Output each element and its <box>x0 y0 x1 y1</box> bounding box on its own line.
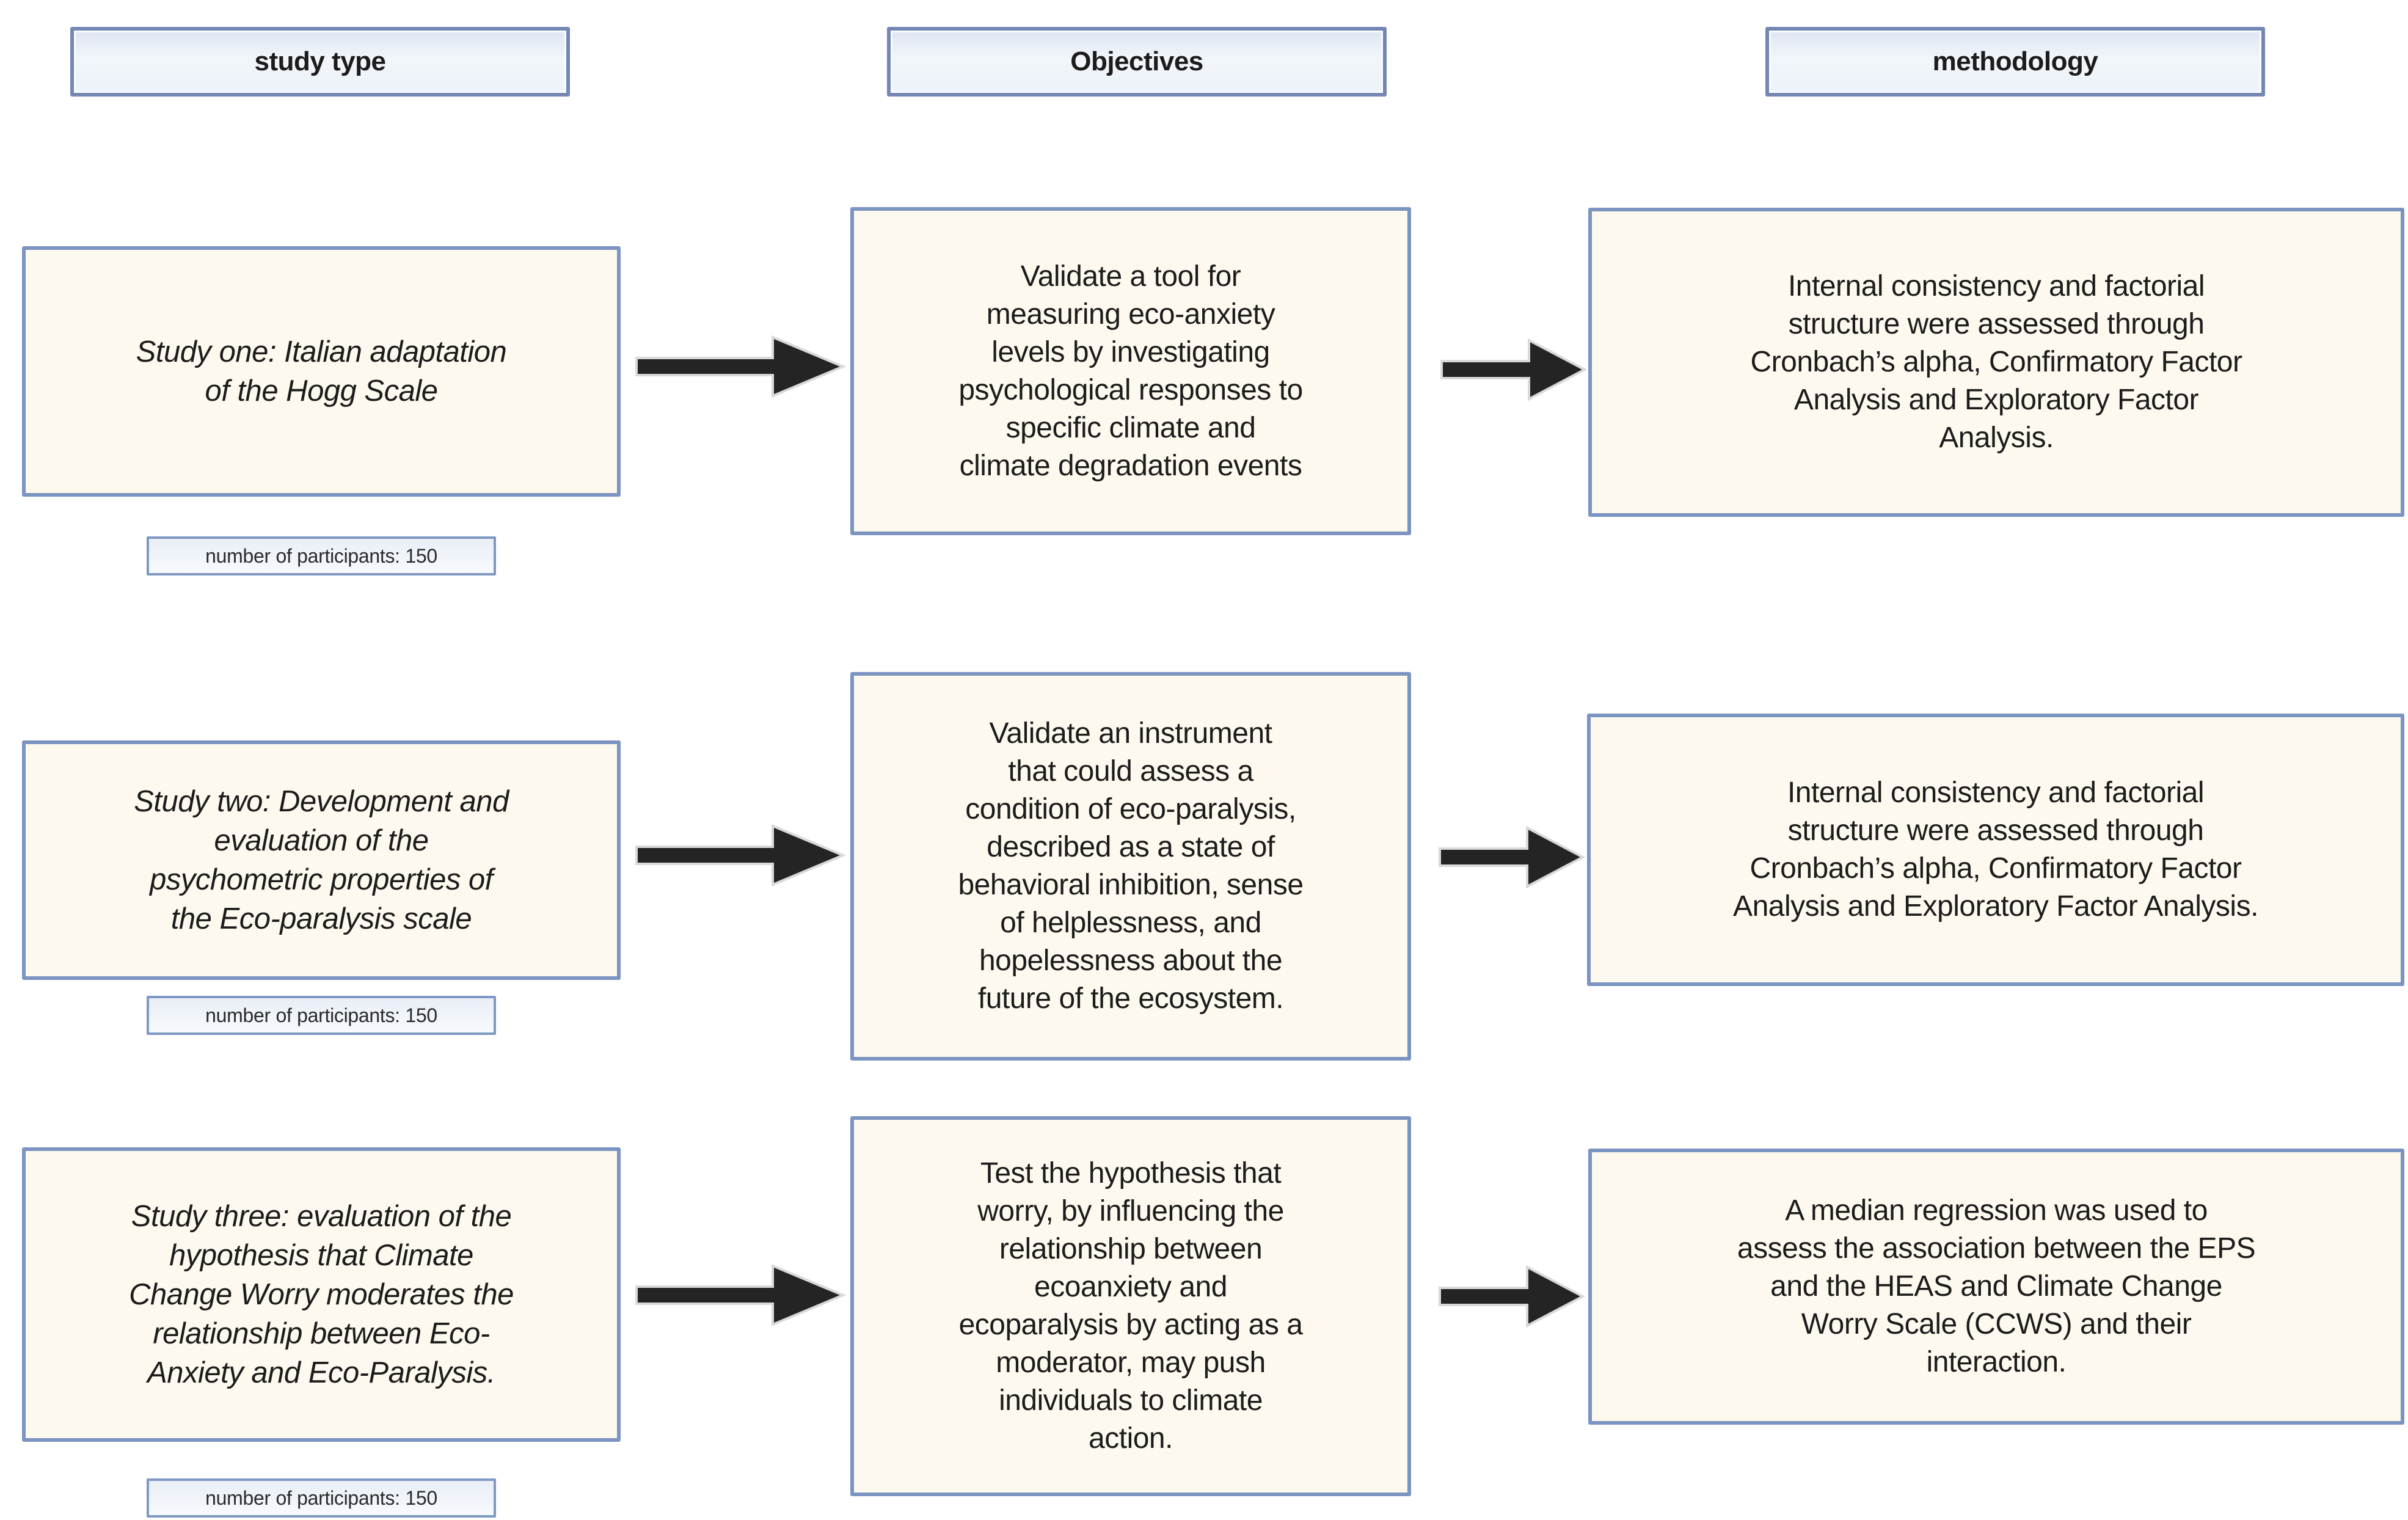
arrow-right-icon <box>635 335 846 398</box>
arrow-right-icon <box>1440 338 1587 401</box>
objective-two-label: Validate an instrument that could assess… <box>958 717 1304 1015</box>
arrow-right-icon <box>1439 1265 1585 1328</box>
participants-badge-study-two: number of participants: 150 <box>147 996 496 1035</box>
objective-three-label: Test the hypothesis that worry, by influ… <box>958 1157 1303 1455</box>
column-header-objectives: Objectives <box>887 27 1387 97</box>
methodology-one-label: Internal consistency and factorial struc… <box>1750 270 2242 454</box>
study-three-label: Study three: evaluation of the hypothesi… <box>129 1200 514 1389</box>
study-one-label: Study one: Italian adaptation of the Hog… <box>136 335 507 407</box>
arrow-right-icon <box>1439 825 1585 889</box>
methodology-three-label: A median regression was used to assess t… <box>1737 1194 2256 1378</box>
participants-label: number of participants: 150 <box>205 545 437 567</box>
methodology-two-label: Internal consistency and factorial struc… <box>1733 776 2258 923</box>
study-three-box: Study three: evaluation of the hypothesi… <box>22 1147 621 1442</box>
objective-three-box: Test the hypothesis that worry, by influ… <box>850 1116 1411 1496</box>
objective-one-box: Validate a tool for measuring eco-anxiet… <box>850 207 1411 535</box>
study-two-label: Study two: Development and evaluation of… <box>134 785 509 935</box>
objective-one-label: Validate a tool for measuring eco-anxiet… <box>958 260 1303 482</box>
column-header-methodology: methodology <box>1765 27 2265 97</box>
arrow-right-icon <box>635 1263 846 1327</box>
participants-badge-study-three: number of participants: 150 <box>147 1478 496 1518</box>
participants-label: number of participants: 150 <box>205 1004 437 1026</box>
methodology-two-box: Internal consistency and factorial struc… <box>1587 714 2404 986</box>
column-header-label: Objectives <box>1070 46 1203 76</box>
objective-two-box: Validate an instrument that could assess… <box>850 672 1411 1061</box>
column-header-label: study type <box>254 46 386 76</box>
participants-badge-study-one: number of participants: 150 <box>147 536 496 575</box>
column-header-label: methodology <box>1932 46 2098 76</box>
methodology-three-box: A median regression was used to assess t… <box>1588 1149 2404 1425</box>
study-one-box: Study one: Italian adaptation of the Hog… <box>22 246 621 497</box>
participants-label: number of participants: 150 <box>205 1487 437 1509</box>
study-two-box: Study two: Development and evaluation of… <box>22 740 621 980</box>
arrow-right-icon <box>635 824 846 887</box>
methodology-one-box: Internal consistency and factorial struc… <box>1588 208 2404 517</box>
column-header-study-type: study type <box>70 27 570 97</box>
